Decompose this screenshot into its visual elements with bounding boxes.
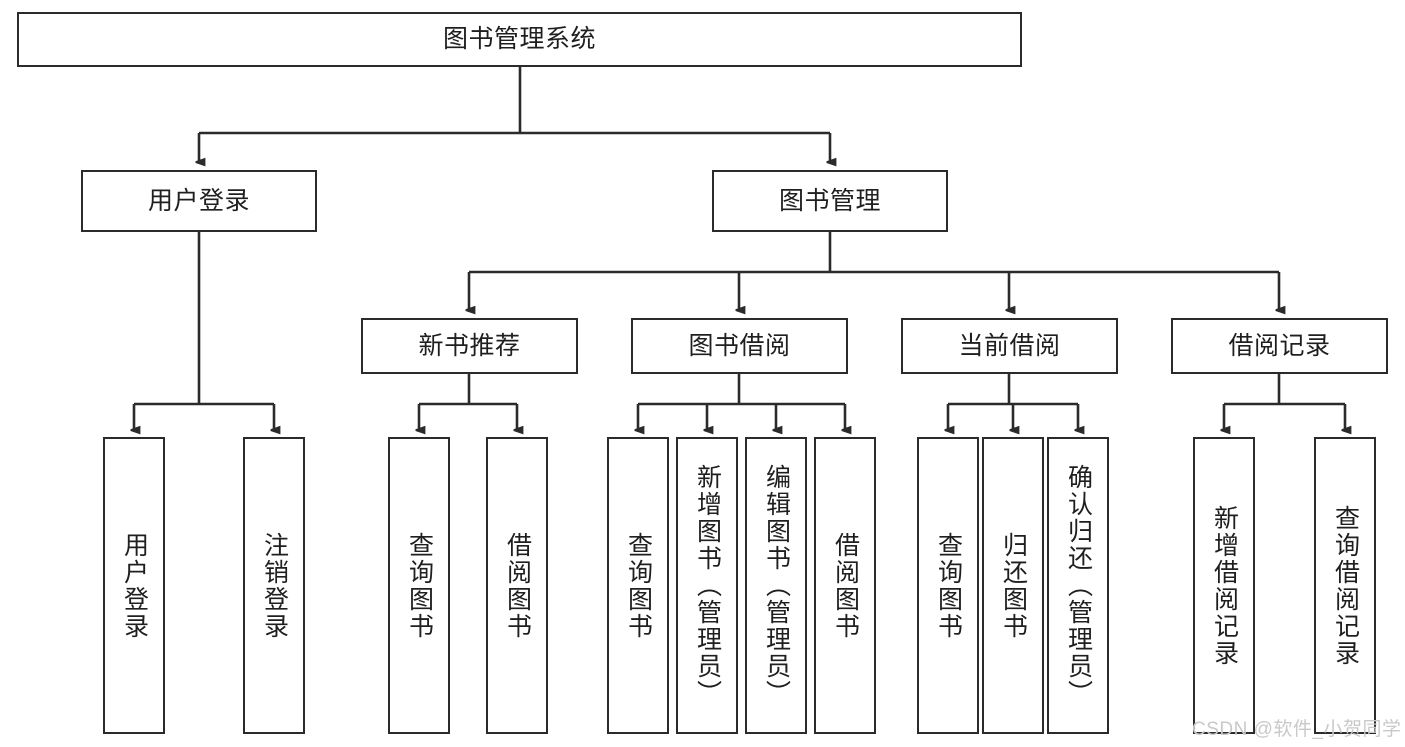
node-label: 借阅记录 [1228,331,1331,360]
node-label: 用户登录 [147,186,250,215]
leaf-recommend-borrow-book[interactable]: 借阅图书 [486,437,548,734]
leaf-borrow-add-book-admin[interactable]: 新增图书（管理员） [676,437,738,734]
node-user-login[interactable]: 用户登录 [81,170,317,232]
node-label: 查询图书 [405,531,434,640]
node-book-borrow[interactable]: 图书借阅 [631,318,848,374]
leaf-record-query-borrow-record[interactable]: 查询借阅记录 [1314,437,1376,734]
node-label: 查询借阅记录 [1331,504,1360,667]
node-label: 新书推荐 [418,331,521,360]
node-new-book-recommend[interactable]: 新书推荐 [361,318,578,374]
leaf-recommend-query-book[interactable]: 查询图书 [388,437,450,734]
node-label: 编辑图书（管理员） [762,464,791,707]
node-label: 图书管理系统 [442,25,596,54]
node-label: 归还图书 [999,531,1028,640]
node-label: 借阅图书 [503,531,532,640]
leaf-user-login[interactable]: 用户登录 [103,437,165,734]
node-label: 确认归还（管理员） [1064,464,1093,707]
node-borrow-record[interactable]: 借阅记录 [1171,318,1388,374]
node-root-system[interactable]: 图书管理系统 [17,12,1022,67]
node-label: 借阅图书 [831,531,860,640]
leaf-record-add-borrow-record[interactable]: 新增借阅记录 [1193,437,1255,734]
leaf-borrow-lend-book[interactable]: 借阅图书 [814,437,876,734]
node-label: 图书借阅 [688,331,791,360]
leaf-borrow-edit-book-admin[interactable]: 编辑图书（管理员） [745,437,807,734]
node-label: 注销登录 [260,531,289,640]
node-label: 新增图书（管理员） [693,464,722,707]
node-current-borrow[interactable]: 当前借阅 [901,318,1118,374]
leaf-current-confirm-return-admin[interactable]: 确认归还（管理员） [1047,437,1109,734]
node-label: 图书管理 [778,186,881,215]
leaf-current-return-book[interactable]: 归还图书 [982,437,1044,734]
node-book-management[interactable]: 图书管理 [712,170,948,232]
csdn-watermark: CSDN @软件_小贺同学 [1192,719,1402,740]
leaf-borrow-query-book[interactable]: 查询图书 [607,437,669,734]
node-label: 查询图书 [624,531,653,640]
node-label: 新增借阅记录 [1210,504,1239,667]
leaf-user-logout[interactable]: 注销登录 [243,437,305,734]
node-label: 用户登录 [120,531,149,640]
node-label: 当前借阅 [958,331,1061,360]
leaf-current-query-book[interactable]: 查询图书 [917,437,979,734]
node-label: 查询图书 [934,531,963,640]
